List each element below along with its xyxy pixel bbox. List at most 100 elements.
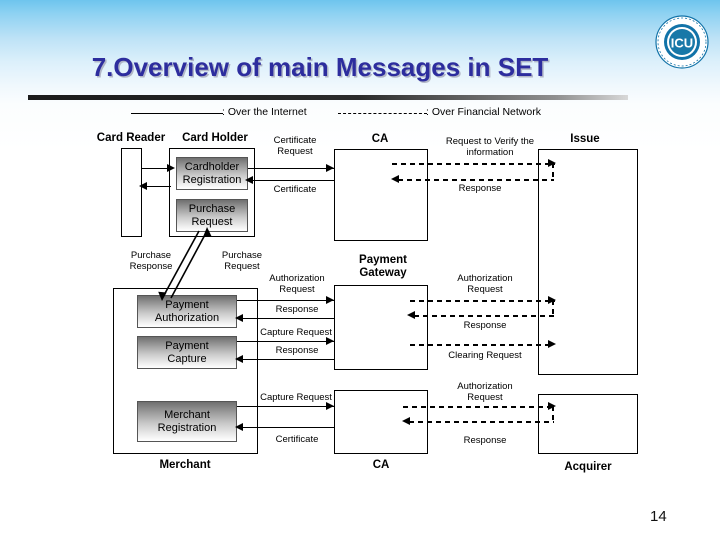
process-merchant-registration-line1: Merchant — [164, 408, 210, 421]
msg-purchase-request-line1: Purchase — [221, 250, 263, 261]
msg-certificate-2-label: Certificate — [275, 434, 319, 445]
dashed-response-5-line — [409, 421, 554, 423]
box-payment-gateway — [334, 285, 428, 370]
dashed-clearing-request-head — [548, 340, 556, 348]
arrow-reader-to-holder-head — [167, 164, 175, 172]
arrow-capture-request-2-line — [237, 406, 334, 407]
arrow-holder-to-reader-head — [139, 182, 147, 190]
arrow-authorization-request-1-line — [237, 300, 334, 301]
msg-authorization-request-2-line2: Request — [467, 284, 503, 295]
msg-purchase-request: Purchase Request — [204, 250, 280, 272]
process-cardholder-registration[interactable]: Cardholder Registration — [176, 157, 248, 190]
arrow-certificate-2-head — [235, 423, 243, 431]
msg-authorization-request-1-line2: Request — [279, 284, 315, 295]
legend-solid-line — [131, 113, 223, 114]
dashed-clearing-request-line — [410, 344, 548, 346]
node-label-card-holder: Card Holder — [182, 132, 248, 144]
msg-response-3-label: Response — [275, 345, 319, 356]
arrow-response-2-head — [235, 314, 243, 322]
msg-capture-request-1-label: Capture Request — [260, 327, 332, 338]
msg-capture-request-1: Capture Request — [248, 327, 344, 338]
arrow-certificate-2-line — [240, 427, 334, 428]
msg-purchase-request-line2: Request — [224, 261, 260, 272]
process-purchase-request-line1: Purchase — [188, 202, 236, 215]
box-ca-top — [334, 149, 428, 241]
node-label-payment-gateway-line2: Gateway — [359, 267, 407, 279]
arrow-certificate-head — [245, 176, 253, 184]
msg-capture-request-2: Capture Request — [248, 392, 344, 403]
msg-certificate-request-line1: Certificate — [273, 135, 317, 146]
dashed-response-4-line — [414, 315, 554, 317]
legend-internet-label: : Over the Internet — [222, 106, 307, 118]
node-label-ca-bottom: CA — [372, 459, 390, 471]
process-merchant-registration[interactable]: Merchant Registration — [137, 401, 237, 442]
msg-response-5-label: Response — [463, 435, 507, 446]
msg-purchase-response-line2: Response — [129, 261, 173, 272]
msg-response-4: Response — [435, 320, 535, 331]
page-number: 14 — [650, 508, 667, 525]
process-payment-authorization[interactable]: Payment Authorization — [137, 295, 237, 328]
node-label-acquirer: Acquirer — [564, 461, 612, 473]
node-label-ca-top: CA — [371, 133, 389, 145]
dashed-verify-response-line — [398, 179, 554, 181]
msg-response-4-label: Response — [463, 320, 507, 331]
msg-certificate-1-label: Certificate — [273, 184, 317, 195]
msg-authorization-request-3-line1: Authorization — [457, 381, 513, 392]
dashed-acquirer-return-vertical — [552, 406, 554, 422]
arrow-capture-request-2-head — [326, 402, 334, 410]
process-payment-capture-line2: Capture — [167, 352, 207, 365]
node-label-card-reader: Card Reader — [96, 132, 166, 144]
page-title: 7.Overview of main Messages in SET — [91, 52, 549, 82]
arrow-certificate-request-line — [248, 168, 334, 169]
box-issue — [538, 149, 638, 375]
process-cardholder-registration-line2: Registration — [182, 173, 242, 186]
dashed-verify-response-head — [391, 175, 399, 183]
msg-response-3: Response — [252, 345, 342, 356]
arrow-authorization-request-1-head — [326, 296, 334, 304]
msg-response-1: Response — [420, 183, 540, 194]
msg-verify-request-line1: Request to Verify the — [445, 136, 535, 147]
arrow-response-3-head — [235, 355, 243, 363]
msg-purchase-response: Purchase Response — [113, 250, 189, 272]
node-label-issue: Issue — [570, 133, 600, 145]
dashed-authorization-request-2-line — [410, 300, 555, 302]
icu-logo: ICU — [654, 14, 710, 70]
msg-response-2-label: Response — [275, 304, 319, 315]
arrow-certificate-request-head — [326, 164, 334, 172]
msg-certificate-1: Certificate — [255, 184, 335, 195]
arrow-capture-request-1-head — [326, 337, 334, 345]
legend-financial-label: : Over Financial Network — [426, 106, 541, 118]
icu-logo-label: ICU — [671, 36, 693, 51]
msg-authorization-request-1-line1: Authorization — [269, 273, 325, 284]
box-card-reader — [121, 148, 142, 237]
msg-capture-request-2-label: Capture Request — [260, 392, 332, 403]
process-payment-capture-line1: Payment — [165, 339, 209, 352]
msg-purchase-response-line1: Purchase — [130, 250, 172, 261]
msg-authorization-request-2-line1: Authorization — [457, 273, 513, 284]
msg-certificate-request-line2: Request — [277, 146, 313, 157]
msg-response-1-label: Response — [458, 183, 502, 194]
arrow-response-2-line — [240, 318, 334, 319]
msg-verify-request: Request to Verify the information — [425, 136, 555, 158]
dashed-issue-return-vertical — [552, 163, 554, 180]
process-purchase-request-line2: Request — [191, 215, 233, 228]
dashed-response-4-head — [407, 311, 415, 319]
msg-authorization-request-1: Authorization Request — [254, 273, 340, 295]
dashed-gateway-return-vertical — [552, 300, 554, 316]
process-payment-capture[interactable]: Payment Capture — [137, 336, 237, 369]
arrow-certificate-line — [250, 180, 334, 181]
process-payment-authorization-line2: Authorization — [154, 311, 220, 324]
title-divider — [28, 95, 628, 100]
arrow-response-3-line — [240, 359, 334, 360]
msg-certificate-request: Certificate Request — [255, 135, 335, 157]
msg-response-2: Response — [252, 304, 342, 315]
arrow-capture-request-1-line — [237, 341, 334, 342]
arrow-holder-to-reader-line — [144, 186, 171, 187]
msg-verify-request-line2: information — [466, 147, 514, 158]
process-purchase-request[interactable]: Purchase Request — [176, 199, 248, 232]
msg-certificate-2: Certificate — [252, 434, 342, 445]
icu-logo-svg: ICU — [655, 15, 709, 69]
msg-clearing-request-label: Clearing Request — [448, 350, 522, 361]
node-label-payment-gateway: Payment Gateway — [339, 254, 427, 280]
